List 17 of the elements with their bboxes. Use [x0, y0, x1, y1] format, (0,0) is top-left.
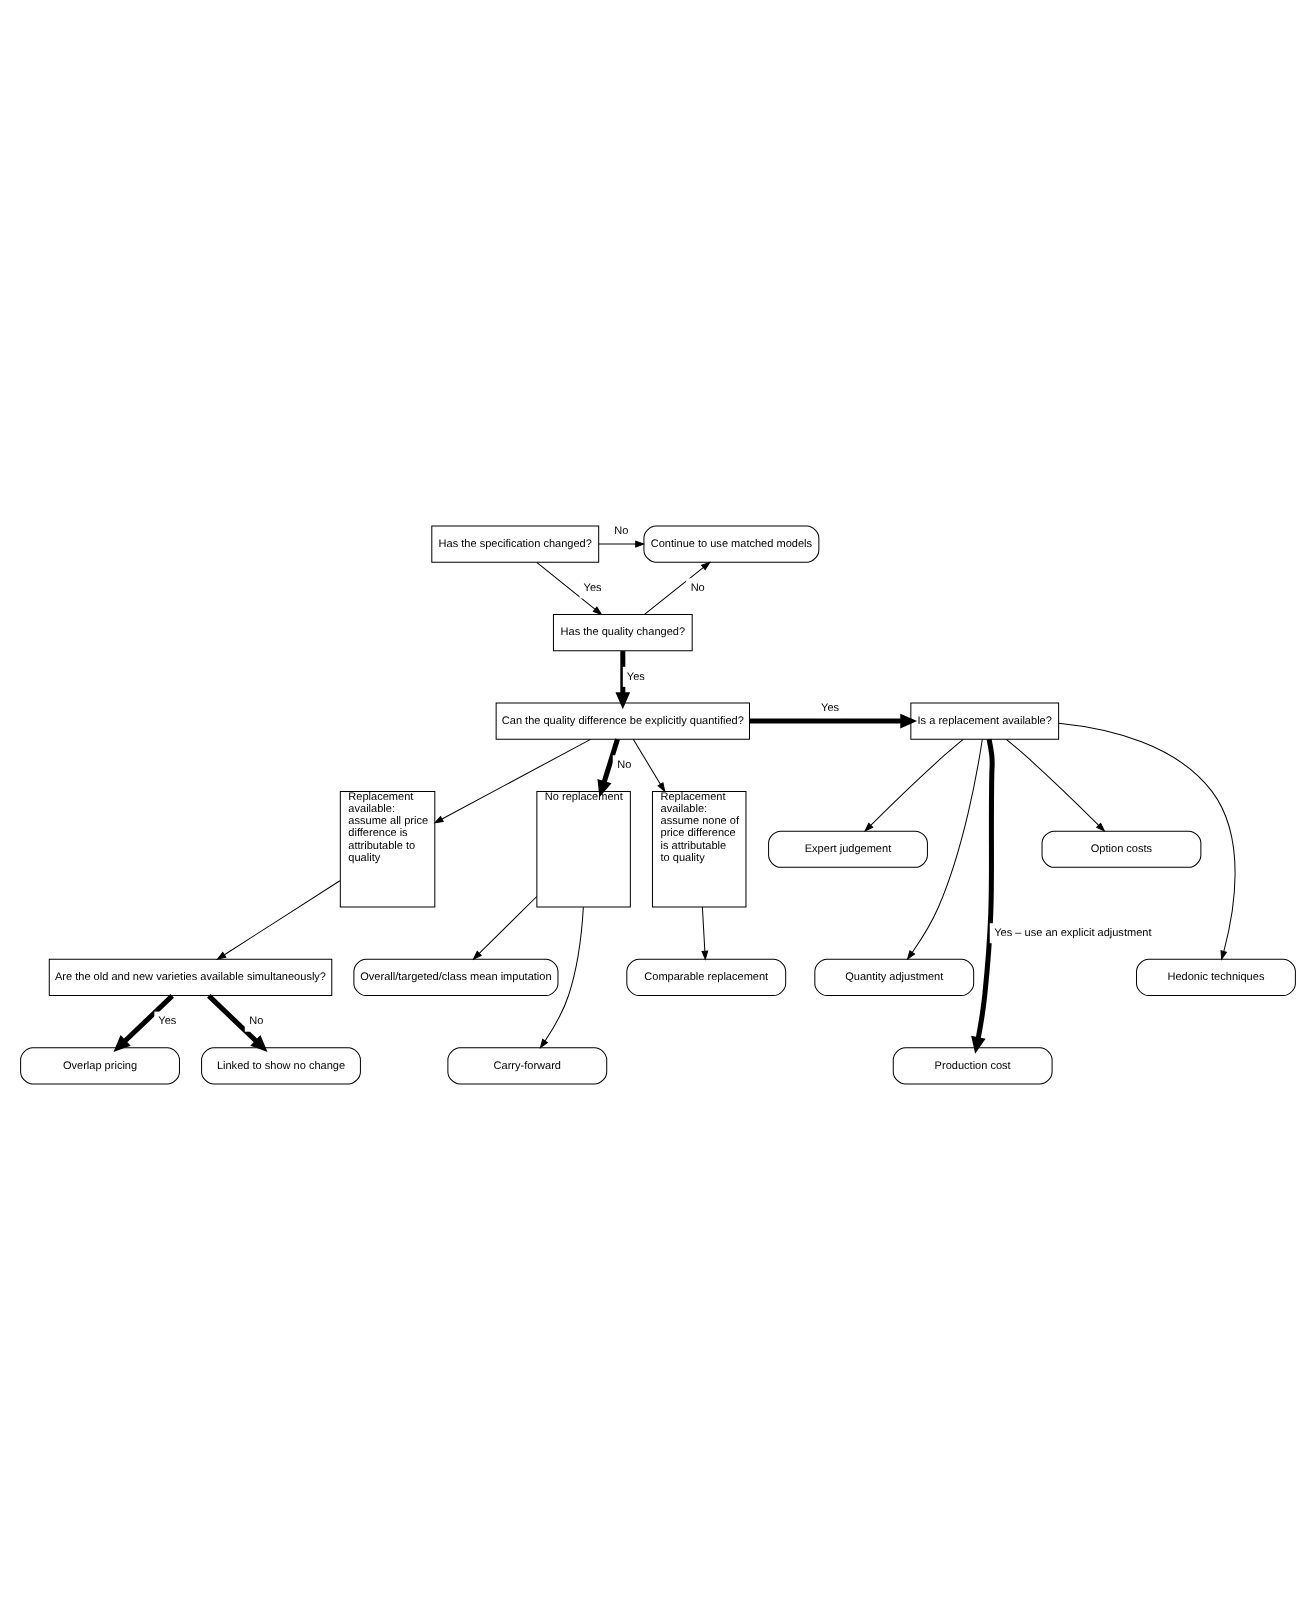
arrow — [971, 737, 995, 1053]
arrow — [539, 905, 584, 1048]
arrow — [113, 993, 174, 1052]
arrow — [632, 737, 666, 792]
arrow — [701, 905, 709, 960]
arrow — [216, 879, 341, 959]
arrow — [597, 737, 620, 797]
arrow — [433, 737, 592, 823]
arrow — [1005, 737, 1106, 832]
arrow — [749, 712, 918, 728]
arrow — [1058, 721, 1236, 960]
arrow — [906, 737, 983, 960]
arrow — [472, 895, 538, 960]
arrow — [615, 650, 631, 709]
arrow — [536, 560, 603, 615]
arrow — [598, 539, 646, 547]
arrow — [863, 737, 964, 832]
